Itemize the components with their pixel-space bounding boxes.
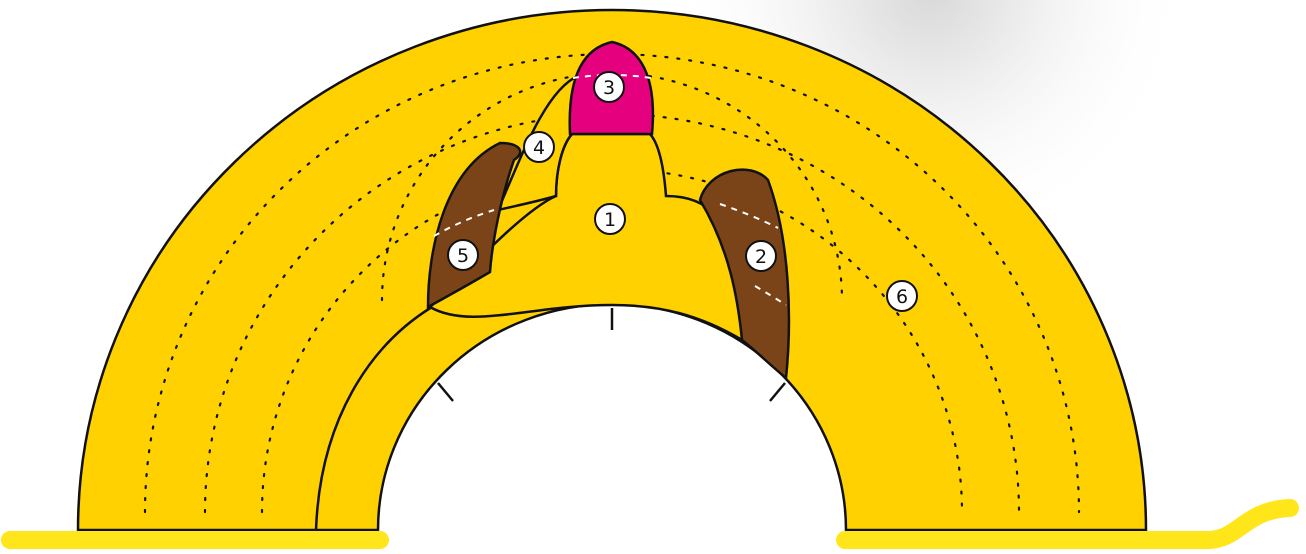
label-1: 1 [595,204,625,234]
label-6: 6 [887,281,917,311]
label-5: 5 [448,240,478,270]
label-4-text: 4 [533,137,545,159]
label-5-text: 5 [457,245,469,267]
label-6-text: 6 [896,286,908,308]
label-1-text: 1 [604,209,616,231]
label-2-text: 2 [755,246,767,268]
label-4: 4 [524,132,554,162]
label-3-text: 3 [603,77,615,99]
label-3: 3 [594,72,624,102]
label-2: 2 [746,241,776,271]
